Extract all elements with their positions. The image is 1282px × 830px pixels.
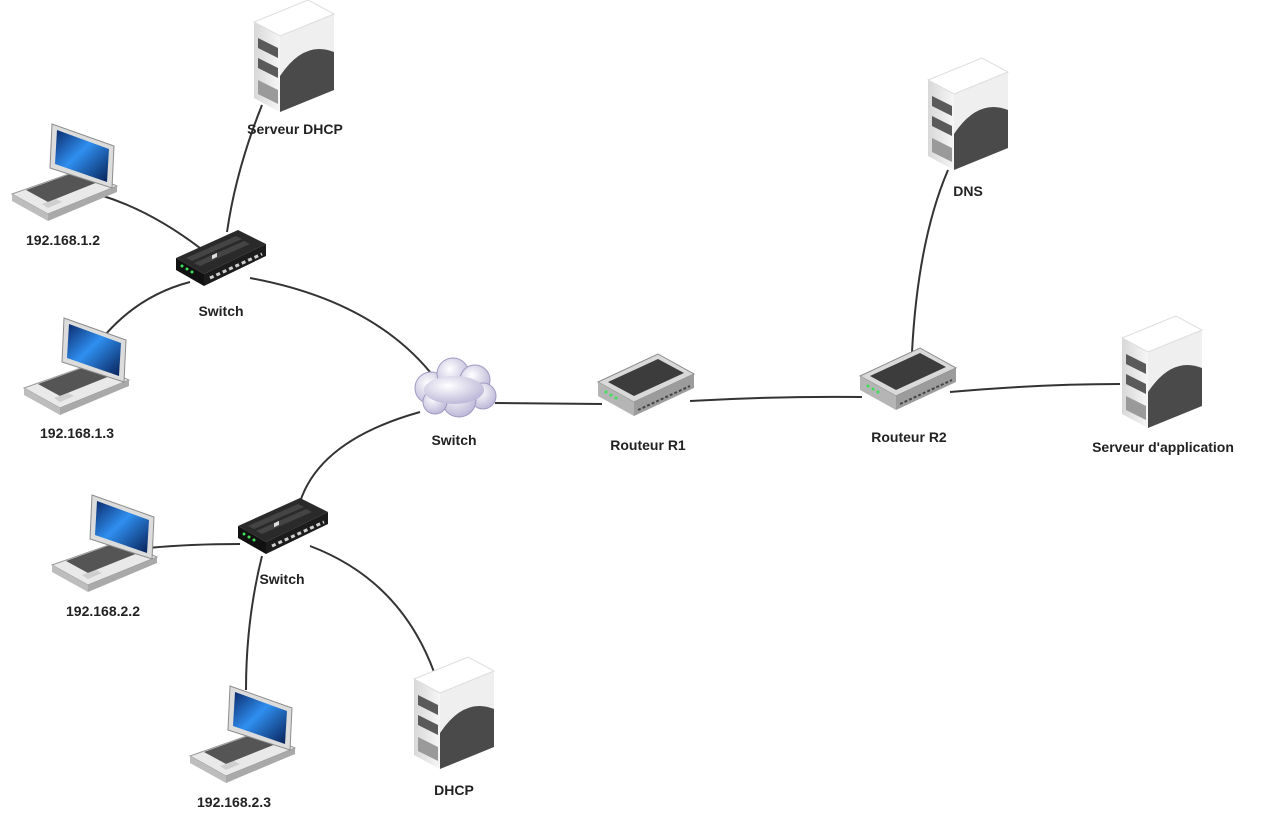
laptop-icon[interactable] [23, 317, 130, 416]
node-label-cloud-switch: Switch [431, 432, 477, 448]
node-label-router-r2: Routeur R2 [871, 429, 947, 445]
connection-lines [99, 104, 1121, 691]
server-icon[interactable] [253, 0, 335, 113]
link-switch1-cloud [249, 277, 431, 373]
link-switch2-laptop22 [147, 543, 241, 549]
link-r2-dns [911, 169, 949, 353]
laptop-icon[interactable] [51, 494, 158, 593]
node-label-dhcp-server: Serveur DHCP [247, 121, 343, 137]
link-r2-app [949, 383, 1121, 393]
link-switch2-dhcp [309, 545, 435, 673]
laptop-icon[interactable] [11, 123, 118, 222]
node-label-app-server: Serveur d'application [1092, 439, 1234, 455]
link-cloud-r1 [494, 402, 603, 405]
switch-icon[interactable] [236, 496, 330, 556]
node-label-router-r1: Routeur R1 [610, 437, 686, 453]
server-icon[interactable] [413, 656, 495, 770]
link-dhcp-switch1 [226, 104, 263, 233]
link-cloud-switch2 [299, 411, 421, 503]
link-r1-r2 [689, 395, 863, 402]
router-icon[interactable] [597, 353, 695, 417]
router-icon[interactable] [859, 347, 957, 411]
cloud-icon[interactable] [414, 357, 497, 418]
node-label-laptop-1-3: 192.168.1.3 [40, 425, 114, 441]
node-label-laptop-2-3: 192.168.2.3 [197, 794, 271, 810]
node-label-dhcp: DHCP [434, 782, 474, 798]
link-switch2-laptop23 [245, 555, 263, 691]
server-icon[interactable] [1121, 315, 1203, 429]
server-icon[interactable] [927, 57, 1009, 171]
node-label-dns: DNS [953, 183, 983, 199]
node-label-switch-1: Switch [198, 303, 244, 319]
link-laptop12-switch1 [99, 194, 201, 249]
node-label-laptop-2-2: 192.168.2.2 [66, 603, 140, 619]
node-label-switch-2: Switch [259, 571, 305, 587]
link-laptop13-switch1 [104, 281, 191, 336]
laptop-icon[interactable] [189, 685, 296, 784]
node-label-laptop-1-2: 192.168.1.2 [26, 232, 100, 248]
